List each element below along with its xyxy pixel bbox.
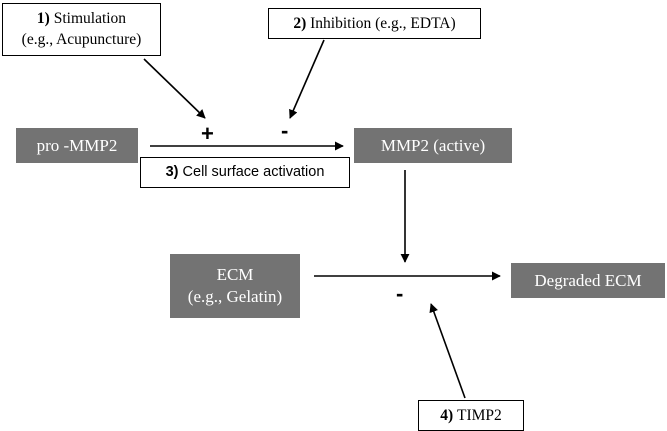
stimulation-plus-sign: +: [201, 121, 214, 146]
cell-surface-label: Cell surface activation: [182, 164, 325, 180]
arrow-timp2-to-reaction: [429, 303, 466, 399]
cell-surface-activation-box: 3) Cell surface activation: [140, 157, 350, 188]
inhibition-minus-sign: -: [281, 118, 289, 143]
ecm-label: ECM: [216, 265, 254, 284]
ecm-box: ECM (e.g., Gelatin): [170, 254, 300, 318]
stimulation-number: 1): [36, 10, 50, 27]
degraded-ecm-box: Degraded ECM: [511, 263, 665, 298]
stimulation-label: Stimulation: [53, 10, 127, 27]
arrow-stimulation-to-activation: [143, 58, 206, 119]
arrow-inhibition-to-activation: [289, 39, 325, 119]
stimulation-box: 1) Stimulation (e.g., Acupuncture): [2, 3, 161, 56]
cell-surface-number: 3): [165, 164, 179, 180]
mmp2-active-box: MMP2 (active): [354, 128, 512, 163]
pro-mmp2-box: pro -MMP2: [16, 128, 138, 163]
degraded-ecm-label: Degraded ECM: [534, 270, 642, 290]
timp2-label: TIMP2: [457, 407, 502, 424]
inhibition-label: Inhibition (e.g., EDTA): [310, 15, 456, 32]
ecm-example: (e.g., Gelatin): [187, 287, 283, 306]
inhibition-box: 2) Inhibition (e.g., EDTA): [268, 8, 481, 39]
timp2-number: 4): [440, 407, 454, 424]
mmp2-active-label: MMP2 (active): [380, 135, 486, 155]
pro-mmp2-label: pro -MMP2: [36, 135, 118, 155]
inhibition-number: 2): [293, 15, 307, 32]
stimulation-example: (e.g., Acupuncture): [21, 31, 142, 48]
timp2-box: 4) TIMP2: [418, 400, 524, 431]
timp2-minus-sign: -: [396, 281, 404, 306]
